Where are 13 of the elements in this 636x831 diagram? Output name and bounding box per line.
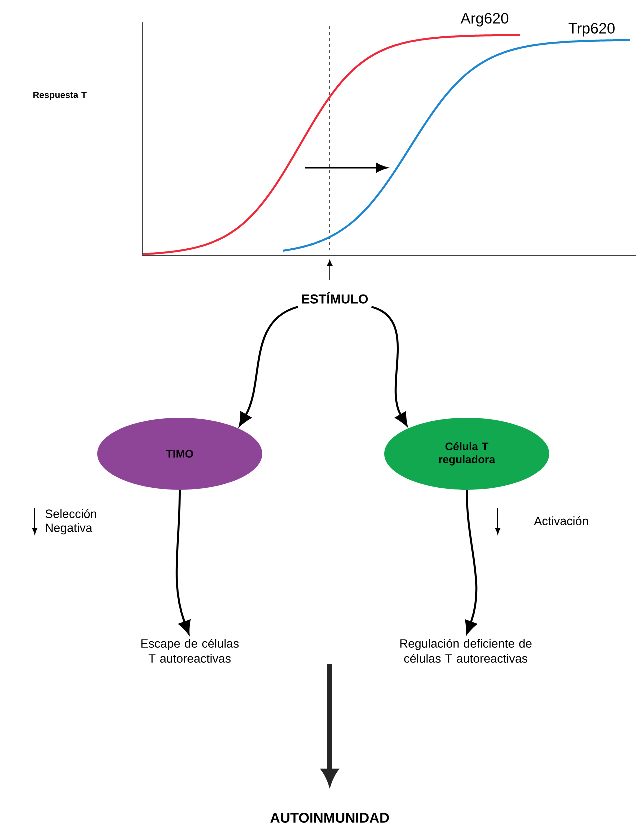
outcome-text: Regulación deficiente de células T autoreactivas [400, 639, 532, 663]
curve-label: Trp620 [568, 23, 615, 37]
outcome-text: Escape de células T autoreactivas [142, 639, 239, 663]
stimulus-label: ESTÍMULO [302, 292, 368, 304]
curve-label: Arg620 [460, 13, 509, 27]
result-label: AUTOINMUNIDAD [270, 813, 390, 823]
side-note: Activación [534, 516, 588, 526]
arrow [176, 490, 191, 634]
arrow [239, 306, 299, 426]
axis-label: Respuesta T [34, 92, 87, 100]
arrow [371, 306, 408, 426]
arrow [465, 490, 478, 634]
side-note: Selección Negativa [46, 509, 96, 535]
